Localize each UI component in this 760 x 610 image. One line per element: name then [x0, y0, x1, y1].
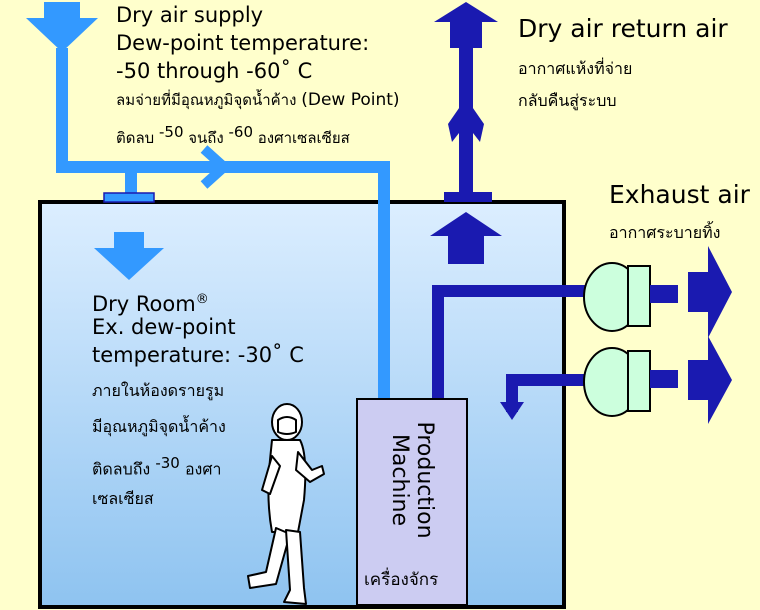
- return-air-title: Dry air return air: [518, 14, 728, 43]
- room-dew-point-label: Ex. dew-point: [92, 315, 236, 339]
- exhaust-inlet-arrow-icon: [500, 402, 524, 420]
- supply-thai-text: ลมจ่ายที่มีอุณหภูมิจุดน้ำค้าง: [116, 91, 297, 109]
- fan-outlet-lower: [650, 370, 678, 388]
- room-thai2: มีอุณหภูมิจุดน้ำค้าง: [92, 417, 226, 436]
- return-grille: [444, 192, 492, 202]
- machine-line2: Machine: [387, 433, 412, 527]
- registered-mark: ®: [195, 292, 209, 307]
- exhaust-duct-lower: [506, 374, 588, 412]
- return-flow-chevron-icon: [448, 98, 484, 142]
- room-title-text: Dry Room: [92, 292, 196, 316]
- supply-connector: [125, 167, 137, 194]
- room-thai3-b: องศา: [184, 459, 222, 479]
- room-thai3-a: ติดลบถึง: [92, 459, 151, 479]
- fan-motor-upper: [627, 265, 651, 327]
- room-thai3: ติดลบถึง -30 องศา: [92, 450, 222, 482]
- return-outlet-arrow-icon: [434, 2, 498, 48]
- machine-thai: เครื่องจักร: [364, 570, 439, 590]
- production-machine: [356, 398, 468, 606]
- machine-label: Production Machine: [387, 421, 437, 538]
- exhaust-out-arrow-lower-icon: [688, 336, 732, 424]
- exhaust-duct-upper: [432, 285, 588, 398]
- fan-motor-lower: [627, 350, 651, 412]
- worker-figure-icon: [247, 403, 325, 605]
- machine-line1: Production: [412, 421, 437, 539]
- return-air-thai2: กลับคืนสู่ระบบ: [518, 91, 617, 110]
- room-thai4: เซลเซียส: [92, 489, 154, 508]
- room-supply-arrow-icon: [94, 232, 164, 280]
- dew-point-tag: (Dew Point): [301, 90, 400, 110]
- return-room-arrow-icon: [430, 212, 502, 264]
- supply-dew-point-label: Dew-point temperature:: [116, 31, 370, 55]
- room-thai1: ภายในห้องดรายรูม: [92, 381, 225, 400]
- supply-thai-b: จนถึง: [188, 129, 224, 147]
- supply-diffuser: [103, 192, 155, 203]
- supply-thai-line1: ลมจ่ายที่มีอุณหภูมิจุดน้ำค้าง (Dew Point…: [116, 88, 400, 112]
- supply-flow-chevron-icon: [200, 145, 232, 189]
- supply-title: Dry air supply: [116, 3, 264, 27]
- exhaust-title: Exhaust air: [609, 180, 750, 209]
- return-air-thai1: อากาศแห้งที่จ่าย: [518, 59, 633, 78]
- room-title: Dry Room®: [92, 286, 209, 318]
- supply-thai-a: ติดลบ: [116, 129, 155, 147]
- supply-dew-point-range: -50 through -60˚ C: [116, 59, 313, 83]
- fan-outlet-upper: [650, 285, 678, 303]
- room-temperature: temperature: -30˚ C: [92, 343, 304, 367]
- room-thai3-num: -30: [155, 454, 180, 472]
- exhaust-thai: อากาศระบายทิ้ง: [609, 223, 721, 242]
- supply-thai-line2: ติดลบ -50 จนถึง -60 องศาเซลเซียส: [116, 120, 350, 150]
- supply-thai-c: องศาเซลเซียส: [257, 129, 350, 147]
- supply-inlet-arrow-icon: [26, 2, 98, 52]
- supply-thai-num2: -60: [228, 123, 254, 141]
- exhaust-out-arrow-upper-icon: [688, 246, 732, 338]
- supply-thai-num1: -50: [158, 123, 184, 141]
